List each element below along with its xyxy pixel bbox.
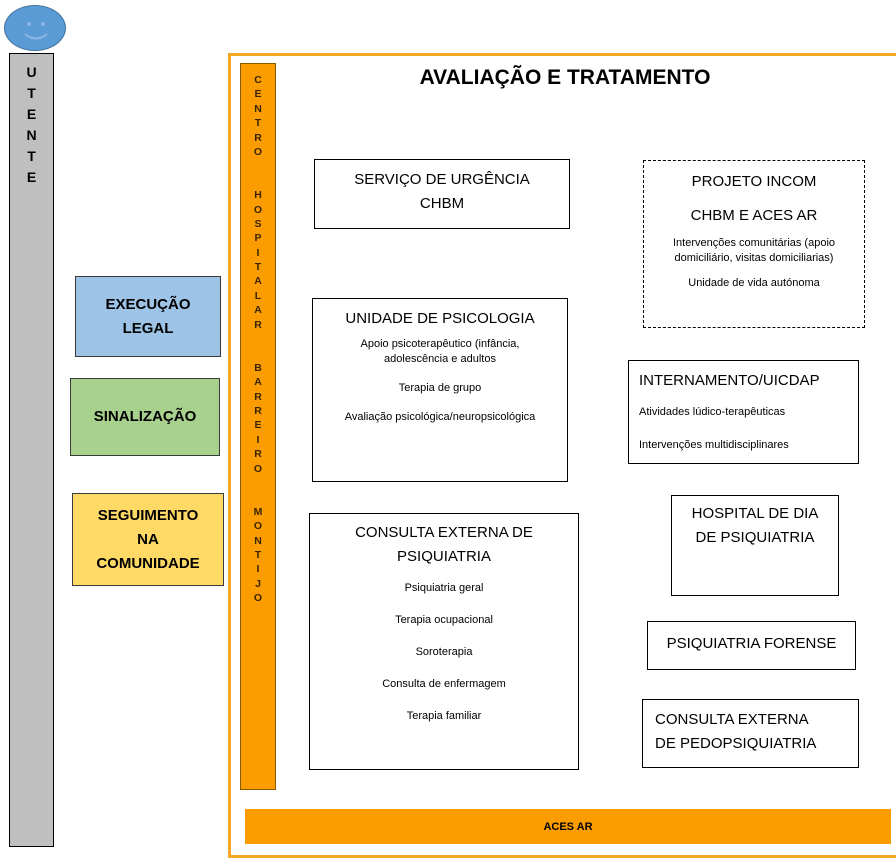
centro-letter: T [254, 548, 262, 561]
psicologia-item: Terapia de grupo [398, 382, 482, 394]
pedopsiquiatria-title: CONSULTA EXTERNA DE PEDOPSIQUIATRIA [655, 711, 817, 752]
centro-letter: C [254, 74, 262, 86]
urgencia-title: SERVIÇO DE URGÊNCIA CHBM [354, 171, 530, 212]
forense-box: PSIQUIATRIA FORENSE [647, 621, 856, 670]
consulta-psiquiatria-title: CONSULTA EXTERNA DE PSIQUIATRIA [355, 524, 533, 565]
centro-letter: N [254, 102, 262, 115]
centro-letter: A [254, 376, 262, 389]
centro-letter: T [254, 261, 262, 274]
centro-letter: R [254, 404, 262, 417]
smiley-face-icon [4, 5, 66, 51]
utente-letter: T [27, 148, 36, 164]
internamento-box: INTERNAMENTO/UICDAP Atividades lúdico-te… [628, 360, 859, 464]
psicologia-item: Avaliação psicológica/neuropsicológica [344, 411, 536, 423]
centro-letter: A [254, 304, 262, 317]
internamento-item: Intervenções multidisciplinares [639, 439, 789, 451]
centro-letter: R [254, 131, 262, 144]
centro-letter [240, 159, 276, 173]
centro-letter: A [254, 275, 262, 288]
centro-letter: R [254, 318, 262, 331]
consulta-item: Psiquiatria geral [404, 582, 484, 594]
internamento-title: INTERNAMENTO/UICDAP [639, 372, 820, 389]
centro-letter: R [254, 390, 262, 403]
execucao-legal-label: EXECUÇÃO LEGAL [105, 295, 191, 337]
pedopsiquiatria-box: CONSULTA EXTERNA DE PEDOPSIQUIATRIA [642, 699, 859, 768]
centro-letter: O [253, 592, 263, 605]
main-title: AVALIAÇÃO E TRATAMENTO [419, 66, 711, 89]
hospital-dia-title: HOSPITAL DE DIA DE PSIQUIATRIA [691, 505, 819, 546]
centro-letter: M [253, 505, 263, 518]
incom-item: Intervenções comunitárias (apoio domicil… [672, 237, 836, 264]
centro-letter [240, 476, 276, 490]
utente-letter: T [27, 85, 36, 101]
incom-title: PROJETO INCOM [691, 173, 817, 190]
utente-bar [9, 53, 54, 847]
forense-title: PSIQUIATRIA FORENSE [666, 635, 837, 652]
projeto-incom-box: PROJETO INCOM CHBM E ACES AR Intervençõe… [643, 160, 865, 328]
centro-letter [240, 174, 276, 188]
centro-letter: O [253, 145, 263, 158]
hospital-dia-box: HOSPITAL DE DIA DE PSIQUIATRIA [671, 495, 839, 596]
centro-hospitalar-bar [240, 63, 276, 790]
centro-letter: O [253, 520, 263, 533]
utente-letter: E [26, 169, 37, 185]
centro-letter: I [256, 563, 260, 576]
aces-ar-bar: ACES AR [245, 809, 891, 844]
centro-letter: O [253, 462, 263, 475]
psicologia-title: UNIDADE DE PSICOLOGIA [345, 310, 535, 327]
centro-letter [240, 332, 276, 346]
consulta-psiquiatria-box: CONSULTA EXTERNA DE PSIQUIATRIA Psiquiat… [309, 513, 579, 770]
internamento-item: Atividades lúdico-terapêuticas [639, 406, 786, 418]
centro-letter [240, 490, 276, 504]
centro-letter: N [254, 534, 262, 547]
seguimento-box: SEGUIMENTO NA COMUNIDADE [72, 493, 224, 586]
centro-letter: P [254, 232, 262, 245]
utente-letter: N [26, 127, 37, 143]
centro-letter: B [254, 361, 262, 374]
centro-letter: E [254, 88, 262, 101]
centro-letter: I [256, 246, 260, 259]
centro-letter [240, 346, 276, 360]
centro-letter: O [253, 203, 263, 216]
consulta-item: Consulta de enfermagem [382, 678, 506, 690]
aces-ar-label: ACES AR [543, 820, 593, 833]
urgencia-box: SERVIÇO DE URGÊNCIA CHBM [314, 159, 570, 229]
seguimento-label: SEGUIMENTO NA COMUNIDADE [96, 506, 200, 572]
centro-letter: S [254, 217, 262, 230]
centro-letter: E [254, 419, 262, 432]
psicologia-item: Apoio psicoterapêutico (infância, adoles… [360, 338, 520, 365]
incom-item: Unidade de vida autónoma [688, 277, 820, 289]
consulta-item: Soroterapia [415, 646, 473, 658]
utente-letter: U [26, 64, 37, 80]
centro-letter: L [254, 289, 262, 302]
centro-letter: R [254, 448, 262, 461]
incom-subtitle: CHBM E ACES AR [690, 207, 818, 224]
execucao-legal-box: EXECUÇÃO LEGAL [75, 276, 221, 357]
centro-letter: T [254, 117, 262, 130]
utente-letter: E [26, 106, 37, 122]
centro-letter: J [255, 577, 261, 590]
consulta-item: Terapia ocupacional [395, 614, 493, 626]
sinalizacao-label: SINALIZAÇÃO [93, 408, 197, 425]
consulta-item: Terapia familiar [406, 710, 482, 722]
sinalizacao-box: SINALIZAÇÃO [70, 378, 220, 456]
centro-letter: H [254, 189, 262, 202]
centro-letter: I [256, 433, 260, 446]
psicologia-box: UNIDADE DE PSICOLOGIA Apoio psicoterapêu… [312, 298, 568, 482]
